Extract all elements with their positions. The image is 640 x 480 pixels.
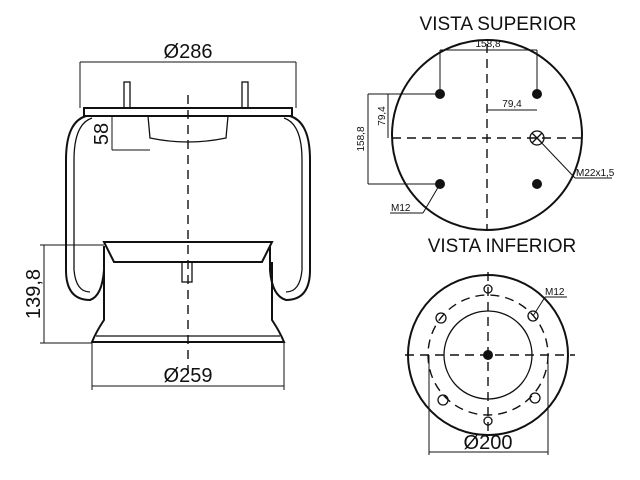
side-view: Ø286 58 139,8 Ø259 <box>23 41 311 390</box>
piston-body <box>90 262 286 343</box>
bellows-left <box>65 115 105 302</box>
bottom-bolt-holes <box>435 284 541 426</box>
piston-top <box>102 241 274 263</box>
hole-spacing-v-label: 158,8 <box>356 126 367 151</box>
bottom-view-title: VISTA INFERIOR <box>428 236 577 257</box>
top-view: VISTA SUPERIOR 158,8 79,4 158,8 79,4 M22… <box>356 14 615 231</box>
center-bolt <box>181 261 193 283</box>
bottom-diameter-label: Ø259 <box>164 365 213 387</box>
stud-right <box>241 81 249 109</box>
half-spacing-v-label: 79,4 <box>377 106 388 126</box>
top-view-title: VISTA SUPERIOR <box>420 14 577 35</box>
height-label: 139,8 <box>23 269 45 319</box>
top-bolt-thread-label: M12 <box>391 203 411 214</box>
plate-offset-label: 58 <box>91 123 113 145</box>
top-diameter-label: Ø286 <box>164 41 213 63</box>
top-insert <box>147 115 229 143</box>
hole-spacing-h-label: 158,8 <box>475 39 500 50</box>
bottom-diameter-200-label: Ø200 <box>464 432 513 454</box>
half-spacing-h-label: 79,4 <box>502 99 522 110</box>
bottom-view: VISTA INFERIOR M12 Ø200 <box>405 236 576 455</box>
stud-left <box>123 81 131 109</box>
bolt-holes <box>435 89 542 189</box>
valve-thread-label: M22x1,5 <box>576 168 615 179</box>
bellows-right <box>269 115 311 302</box>
bottom-bolt-thread-label: M12 <box>545 287 565 298</box>
